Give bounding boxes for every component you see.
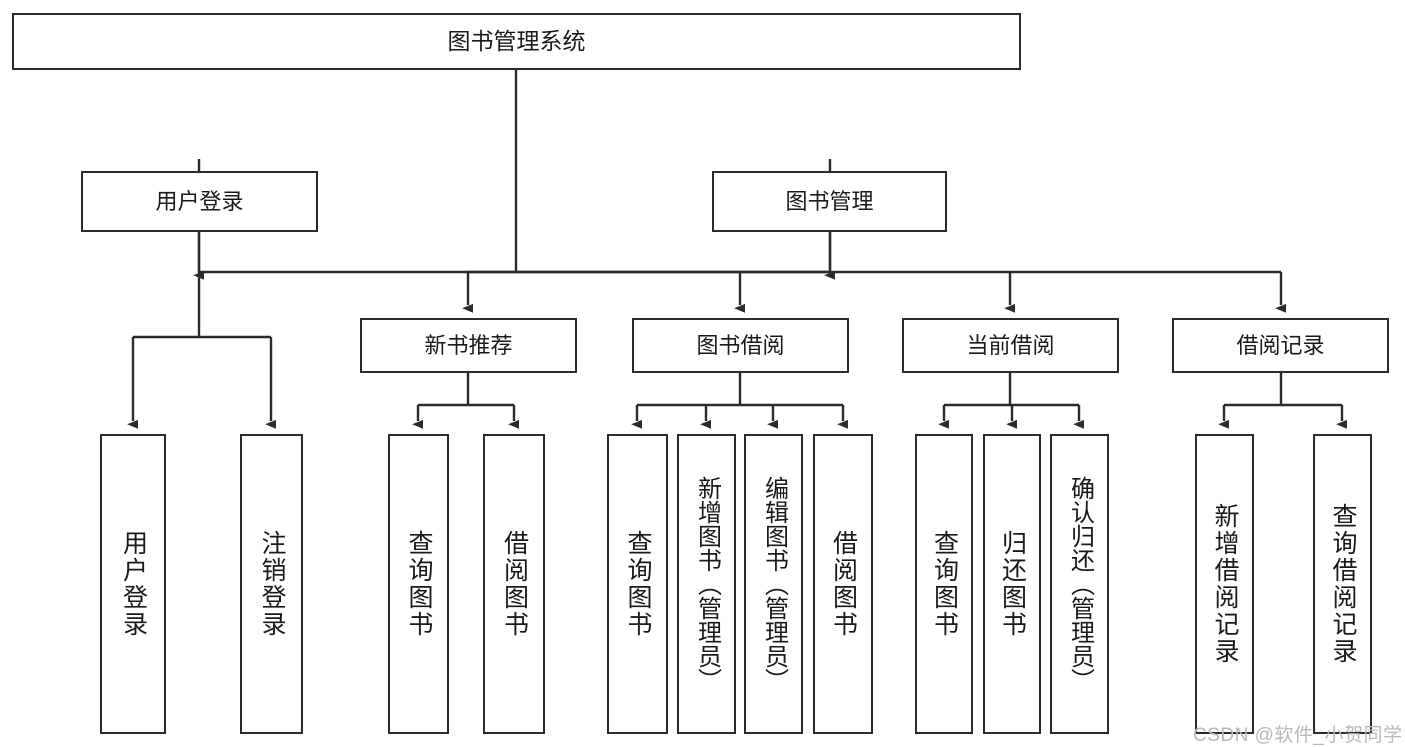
node-leaf-return-book[interactable]: 归还图书 (983, 434, 1041, 734)
node-new-book-recommend[interactable]: 新书推荐 (360, 318, 577, 373)
node-leaf-return-book-label: 归还图书 (998, 530, 1027, 638)
watermark-text: CSDN @软件_小贺同学 (1193, 725, 1403, 746)
node-leaf-logout-login-label: 注销登录 (258, 530, 286, 638)
node-current-borrow[interactable]: 当前借阅 (902, 318, 1119, 373)
node-leaf-user-login-label: 用户登录 (119, 530, 148, 638)
node-leaf-add-book-admin-label: 新增图书（管理员） (693, 476, 721, 692)
node-new-book-recommend-label: 新书推荐 (424, 332, 513, 358)
node-book-manage-label: 图书管理 (785, 188, 874, 214)
node-leaf-add-book-admin[interactable]: 新增图书（管理员） (677, 434, 736, 734)
node-leaf-confirm-return-admin-label: 确认归还（管理员） (1066, 476, 1094, 692)
node-leaf-logout-login[interactable]: 注销登录 (240, 434, 303, 734)
connector-group (127, 70, 1348, 429)
node-leaf-add-borrow-record-label: 新增借阅记录 (1211, 503, 1239, 665)
node-current-borrow-label: 当前借阅 (966, 332, 1055, 358)
node-borrow-record-label: 借阅记录 (1236, 332, 1325, 358)
node-leaf-query-book-1[interactable]: 查询图书 (388, 434, 449, 734)
node-leaf-edit-book-admin-label: 编辑图书（管理员） (760, 476, 788, 692)
node-leaf-query-book-2-label: 查询图书 (624, 530, 652, 638)
node-leaf-query-book-1-label: 查询图书 (405, 530, 433, 638)
node-root-label: 图书管理系统 (447, 27, 586, 54)
node-leaf-borrow-book-1[interactable]: 借阅图书 (483, 434, 545, 734)
node-leaf-query-book-2[interactable]: 查询图书 (607, 434, 668, 734)
node-leaf-borrow-book-1-label: 借阅图书 (500, 530, 529, 638)
node-leaf-user-login[interactable]: 用户登录 (100, 434, 166, 734)
node-book-manage[interactable]: 图书管理 (712, 171, 947, 232)
node-leaf-edit-book-admin[interactable]: 编辑图书（管理员） (744, 434, 803, 734)
node-leaf-borrow-book-2-label: 借阅图书 (829, 530, 858, 638)
node-user-login[interactable]: 用户登录 (81, 171, 318, 232)
node-leaf-confirm-return-admin[interactable]: 确认归还（管理员） (1050, 434, 1109, 734)
node-borrow-record[interactable]: 借阅记录 (1172, 318, 1389, 373)
node-leaf-borrow-book-2[interactable]: 借阅图书 (813, 434, 873, 734)
node-user-login-label: 用户登录 (155, 188, 244, 214)
node-leaf-add-borrow-record[interactable]: 新增借阅记录 (1195, 434, 1254, 734)
node-leaf-query-book-3[interactable]: 查询图书 (915, 434, 973, 734)
node-leaf-query-borrow-record-label: 查询借阅记录 (1329, 503, 1357, 665)
node-book-borrow[interactable]: 图书借阅 (632, 318, 849, 373)
node-leaf-query-borrow-record[interactable]: 查询借阅记录 (1313, 434, 1372, 734)
node-root[interactable]: 图书管理系统 (12, 13, 1021, 70)
node-leaf-query-book-3-label: 查询图书 (930, 530, 959, 638)
node-book-borrow-label: 图书借阅 (696, 332, 785, 358)
